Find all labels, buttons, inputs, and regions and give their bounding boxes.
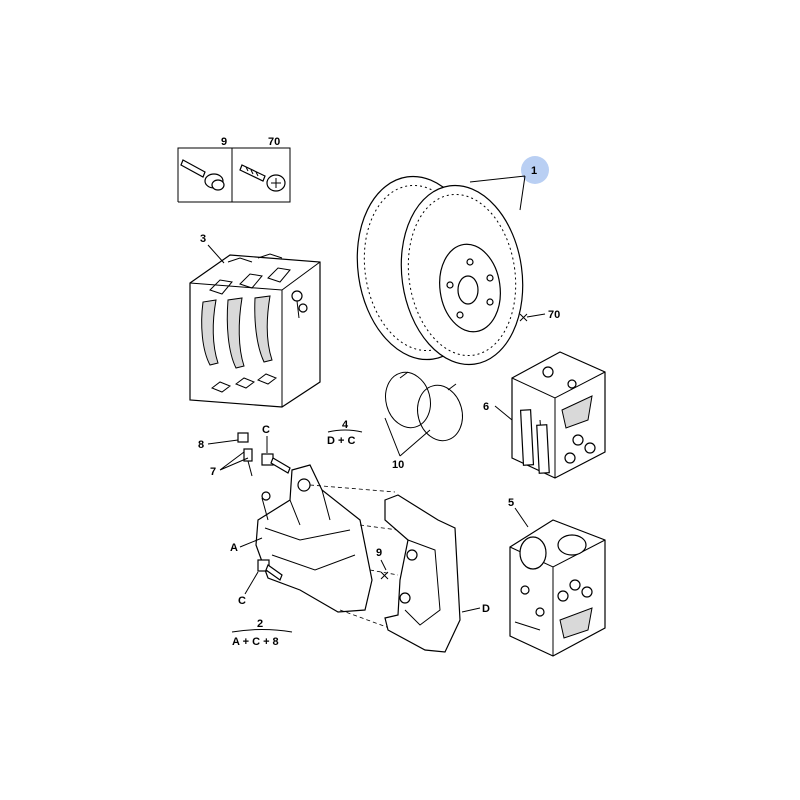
label-1: 1	[531, 165, 537, 177]
label-c-bottom: C	[238, 595, 246, 607]
flange-bolt-icon	[180, 159, 225, 191]
label-70-disc: 70	[548, 309, 560, 321]
guide-bolt-bottom-icon	[257, 559, 283, 581]
brake-caliper	[255, 464, 373, 613]
caliper-repair-kit-6	[511, 351, 606, 479]
label-2: 2	[257, 618, 263, 630]
caliper-bracket	[384, 494, 461, 653]
brake-pad-kit: 3	[189, 233, 321, 408]
label-3: 3	[200, 233, 206, 245]
label-c-top: C	[262, 424, 270, 436]
label-9-top: 9	[221, 136, 227, 148]
brake-pad-icon	[201, 253, 291, 393]
countersunk-screw-icon	[239, 164, 286, 192]
label-7: 7	[210, 466, 216, 478]
label-4: 4	[342, 419, 349, 431]
caliper-repair-kit-5	[509, 519, 606, 657]
label-a: A	[230, 542, 238, 554]
bolt-inset: 9 70	[177, 136, 291, 203]
label-10: 10	[392, 459, 404, 471]
label-9-bracket: 9	[376, 547, 382, 559]
label-8: 8	[198, 439, 204, 451]
label-5: 5	[508, 497, 514, 509]
guide-bolt-icon	[261, 453, 291, 474]
label-6: 6	[483, 401, 489, 413]
brake-disc	[356, 175, 524, 366]
pad-screw-icon	[291, 290, 308, 319]
bleed-screw-icon	[237, 432, 253, 477]
highlight-marker	[521, 156, 549, 184]
label-70-top: 70	[268, 136, 280, 148]
x-marker-icon	[519, 313, 528, 322]
label-d: D	[482, 603, 490, 615]
label-2-formula: A + C + 8	[232, 636, 279, 648]
spring-clips	[385, 371, 463, 442]
label-4-formula: D + C	[327, 435, 355, 447]
x-marker-bracket-icon	[380, 571, 389, 580]
